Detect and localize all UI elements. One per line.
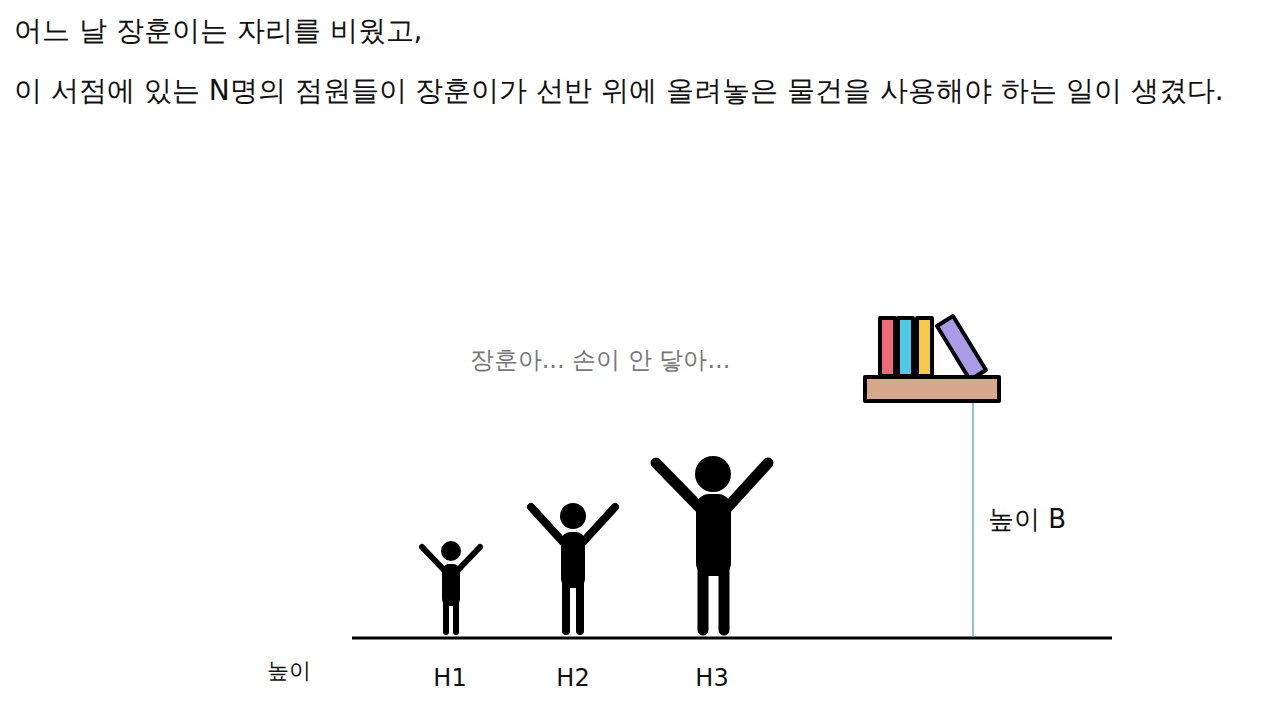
height-label: 높이 B: [988, 504, 1066, 535]
person-medium: [531, 503, 615, 631]
person-small: [422, 541, 480, 632]
height-label: H1: [433, 664, 466, 693]
speech-text: 장훈아... 손이 안 닿아...: [470, 346, 731, 375]
intro-line: 어느 날 장훈이는 자리를 비웠고,: [14, 14, 423, 48]
floor-line: [352, 637, 1112, 640]
bookshelf: [865, 316, 999, 401]
height-label: H3: [695, 664, 728, 693]
person-large: [656, 456, 768, 630]
intro-line: 이 서점에 있는 N명의 점원들이 장훈이가 선반 위에 올려놓은 물건을 사용…: [14, 74, 1224, 108]
axis-label: 높이: [267, 658, 311, 684]
height-label: H2: [556, 664, 589, 693]
height-line: [972, 402, 974, 637]
